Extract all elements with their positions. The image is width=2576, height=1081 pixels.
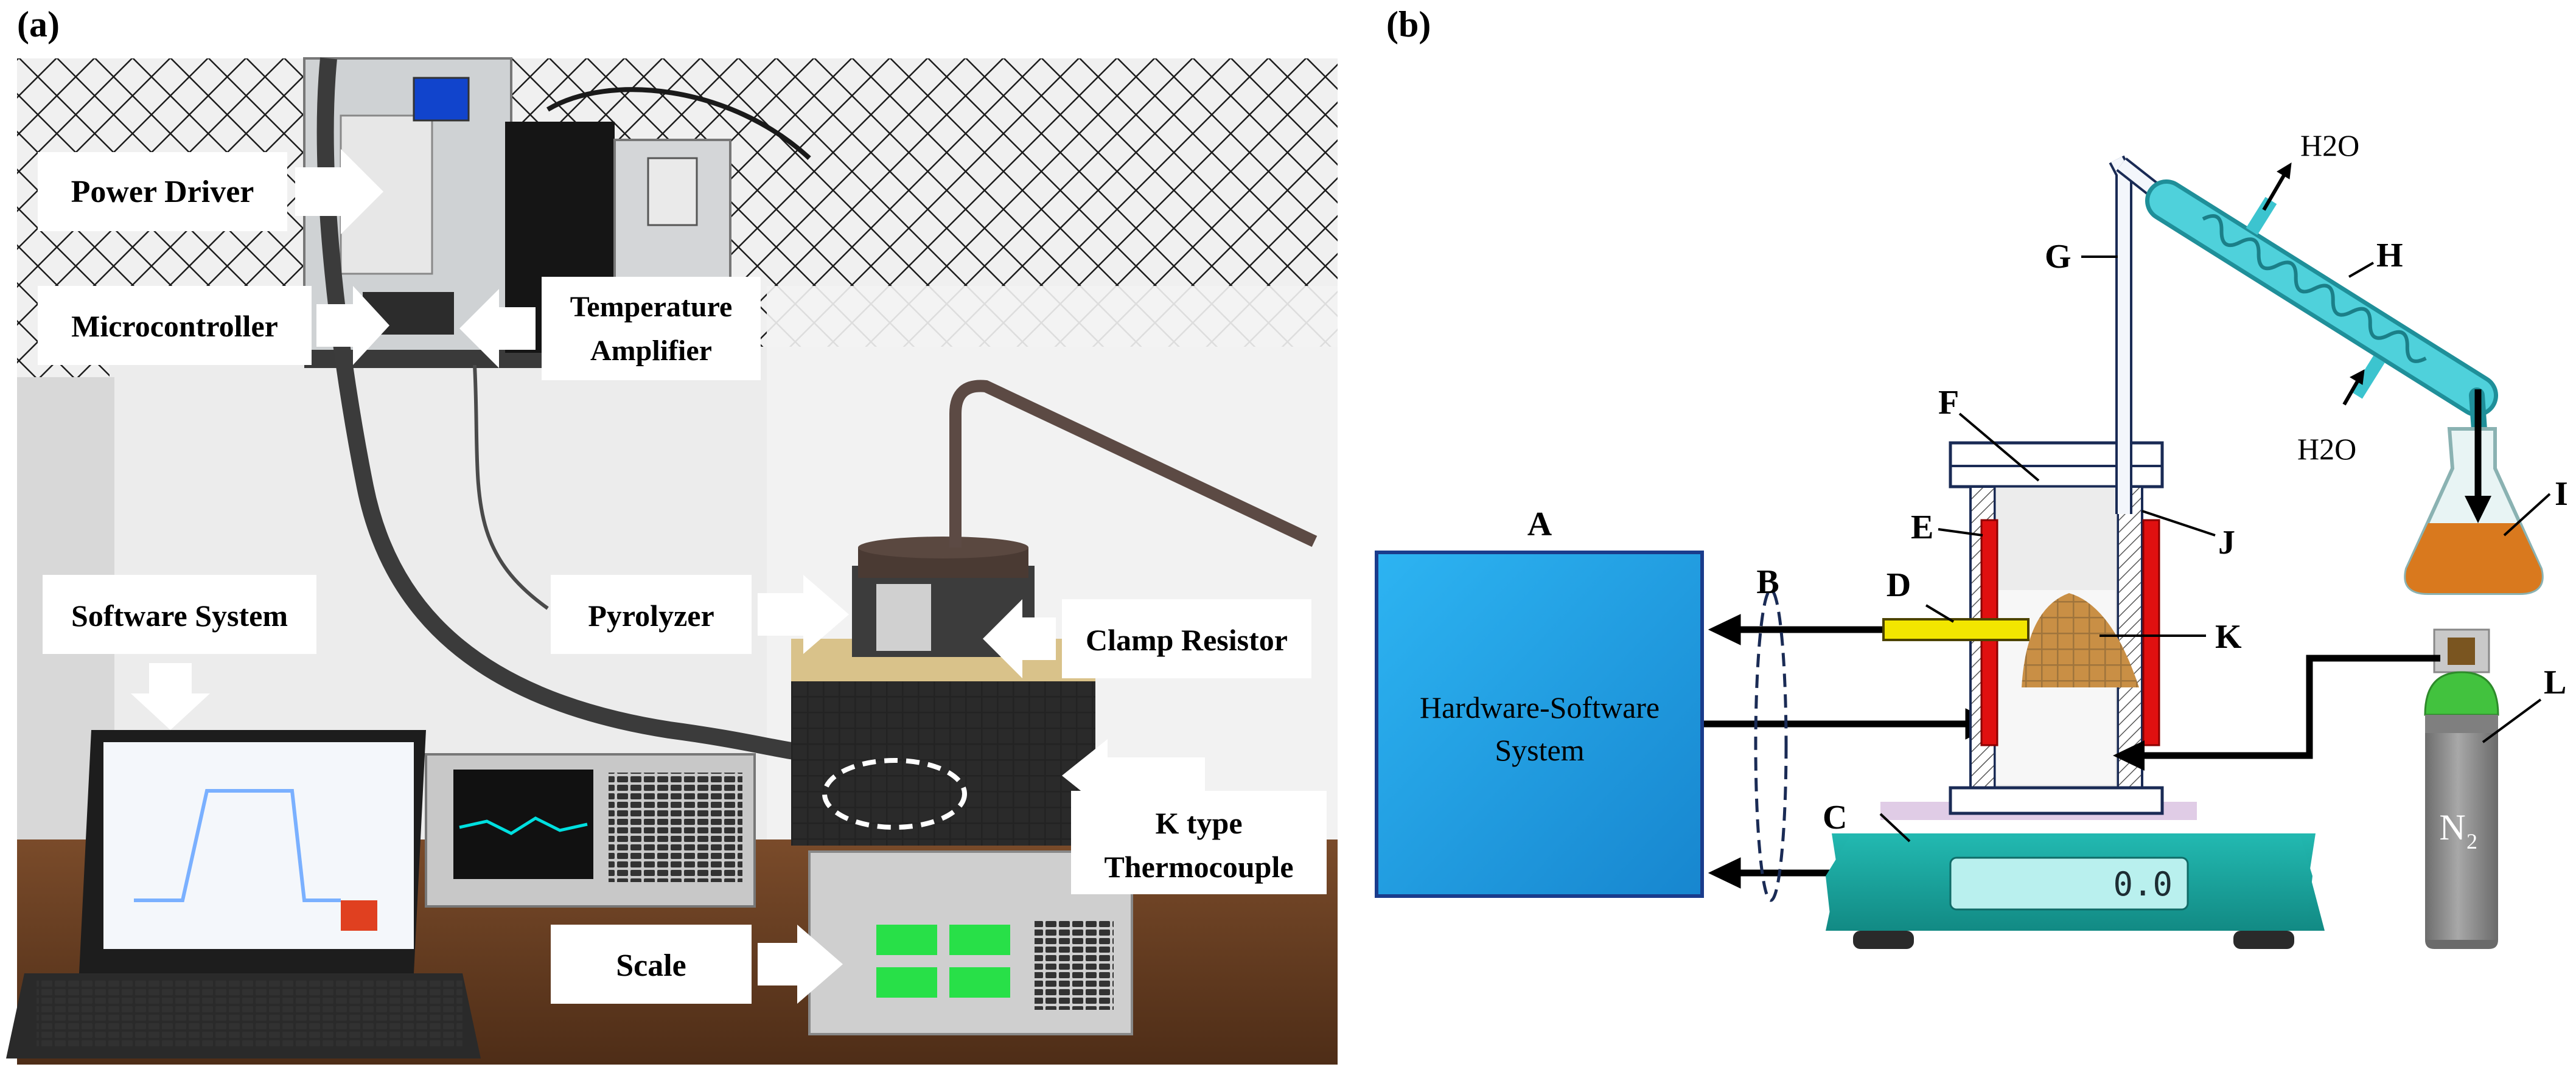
callout-software-system: Software System <box>43 575 316 730</box>
callout-temperature-amplifier: Temperature Amplifier <box>459 277 761 380</box>
leader-J <box>2141 510 2216 537</box>
arrow-right-icon <box>316 286 389 365</box>
arrow-right-icon <box>758 925 843 1004</box>
callout-clamp-resistor: Clamp Resistor <box>983 599 1311 678</box>
arrow-down-icon <box>131 663 210 730</box>
svg-text:Clamp Resistor: Clamp Resistor <box>1086 623 1288 657</box>
label-C: C <box>1823 799 1847 836</box>
callout-microcontroller: Microcontroller <box>38 286 389 365</box>
scale-display: 0.0 <box>2113 865 2173 903</box>
h2o-bottom-label: H2O <box>2297 432 2356 466</box>
label-F: F <box>1938 384 1959 422</box>
leader-D <box>1925 604 1955 623</box>
label-J: J <box>2218 524 2235 561</box>
leader-H <box>2348 262 2374 278</box>
biomass-K <box>2022 593 2139 687</box>
svg-text:Amplifier: Amplifier <box>590 335 712 367</box>
svg-text:K type: K type <box>1155 806 1242 840</box>
label-D: D <box>1887 566 1911 604</box>
arrow-left-icon <box>459 289 536 368</box>
svg-text:Pyrolyzer: Pyrolyzer <box>588 599 714 633</box>
callout-k-type-thermocouple: K type Thermocouple <box>1062 739 1327 894</box>
svg-text:Hardware-Software: Hardware-Software <box>1420 690 1660 725</box>
svg-text:Scale: Scale <box>616 948 686 983</box>
label-L: L <box>2544 664 2566 701</box>
scale-C: 0.0 <box>1826 802 2325 949</box>
leader-C <box>1879 813 1911 843</box>
hardware-software-system-box: Hardware-Software System <box>1375 551 1704 898</box>
arrow-left-icon <box>1062 739 1205 812</box>
leader-L <box>2482 698 2542 743</box>
panel-b-label: (b) <box>1386 4 1431 44</box>
svg-text:Software System: Software System <box>71 599 288 633</box>
arrow-left-icon <box>983 599 1056 678</box>
n2-feed-arrowhead <box>2113 740 2145 771</box>
label-G: G <box>2045 238 2072 276</box>
svg-text:System: System <box>1495 733 1584 767</box>
label-H: H <box>2376 237 2403 274</box>
svg-text:Temperature: Temperature <box>570 291 733 323</box>
n2-label: N <box>2439 807 2465 847</box>
label-K: K <box>2215 618 2242 656</box>
arrow-right-icon <box>758 575 849 654</box>
cable-bundle-B <box>1754 588 1788 902</box>
panel-a-label: (a) <box>17 4 60 44</box>
callout-power-driver: Power Driver <box>38 149 383 234</box>
label-E: E <box>1911 509 1933 546</box>
probe-D <box>1882 618 2030 641</box>
leader-I <box>2503 493 2551 537</box>
svg-text:Power Driver: Power Driver <box>71 175 254 209</box>
callout-scale: Scale <box>551 925 843 1004</box>
water-arrows <box>2262 162 2365 406</box>
condenser-H <box>2145 179 2498 446</box>
svg-text:Thermocouple: Thermocouple <box>1104 850 1293 884</box>
leader-E <box>1938 528 1983 537</box>
n2-feed-line <box>2142 655 2440 759</box>
leader-F <box>1958 412 2040 482</box>
nitrogen-cylinder-L: N 2 <box>2424 628 2499 949</box>
label-I: I <box>2555 475 2568 513</box>
flask-I <box>2404 389 2544 595</box>
n2-subscript: 2 <box>2466 829 2477 853</box>
svg-text:Microcontroller: Microcontroller <box>71 309 278 343</box>
callout-pyrolyzer: Pyrolyzer <box>551 575 849 654</box>
label-B: B <box>1756 563 1779 601</box>
arrow-right-icon <box>295 149 383 234</box>
h2o-top-label: H2O <box>2300 128 2359 162</box>
label-A: A <box>1527 506 1552 543</box>
